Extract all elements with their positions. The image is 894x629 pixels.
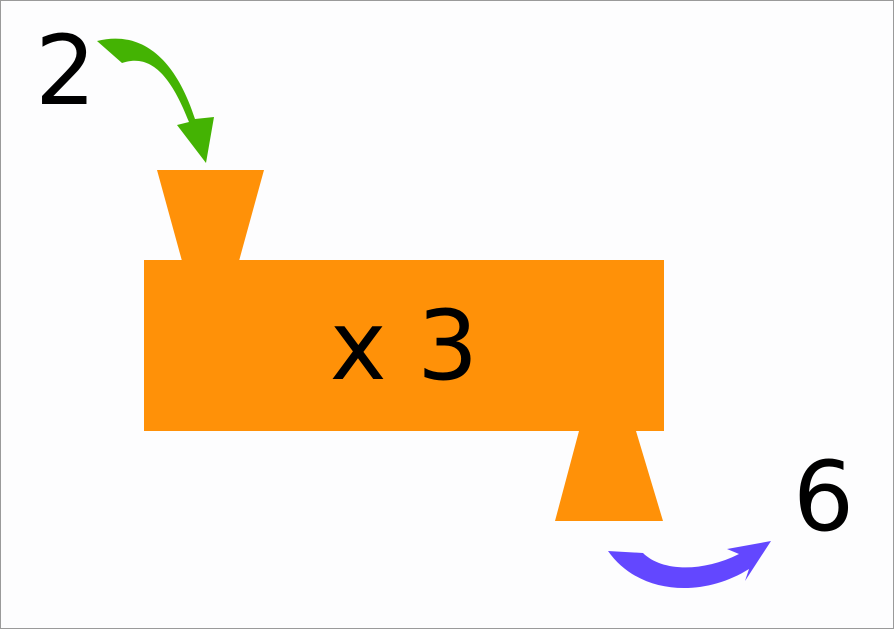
input-hopper [157,170,264,261]
operation-label: x 3 [329,289,479,402]
input-arrow [97,38,214,163]
output-number: 6 [793,441,855,553]
output-chute [555,431,663,521]
output-arrow [608,541,771,589]
input-number: 2 [35,15,97,127]
machine-body [144,260,664,431]
